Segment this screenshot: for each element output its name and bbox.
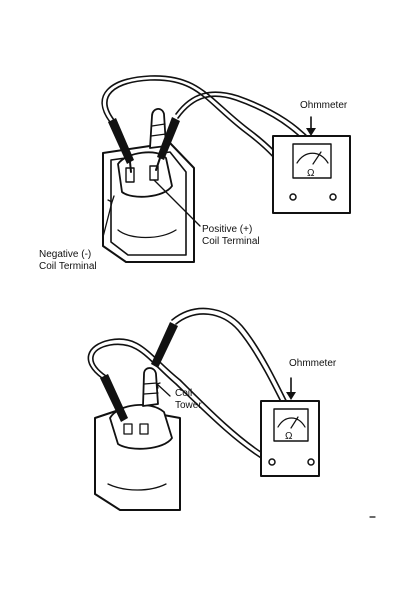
- top-negative-lead-clip: [108, 118, 134, 173]
- bottom-diagram: Ω Ohmmeter Coil Tower: [87, 307, 337, 511]
- top-negative-label-line2: Coil Terminal: [39, 261, 97, 272]
- top-meter-ohm-symbol: Ω: [307, 168, 315, 179]
- top-negative-label-line1: Negative (-): [39, 249, 91, 260]
- bottom-tower-label-line2: Tower: [175, 400, 202, 411]
- top-positive-label-line1: Positive (+): [202, 224, 252, 235]
- top-meter-label: Ohmmeter: [300, 100, 348, 111]
- bottom-meter-ohm-symbol: Ω: [285, 431, 293, 442]
- bottom-terminal-lead-clip: [100, 374, 128, 422]
- bottom-tower-label-line1: Coil: [175, 388, 192, 399]
- bottom-ignition-coil: [94, 367, 181, 511]
- top-diagram: Ω Ohmmeter Negative (-) Coil Terminal Po…: [39, 75, 351, 272]
- top-positive-lead-clip: [155, 117, 180, 171]
- bottom-tower-lead-clip: [151, 322, 178, 368]
- top-ohmmeter: Ω Ohmmeter: [272, 100, 351, 214]
- bottom-meter-label: Ohmmeter: [289, 358, 337, 369]
- top-positive-label-line2: Coil Terminal: [202, 236, 260, 247]
- bottom-ohmmeter: Ω Ohmmeter: [260, 358, 337, 477]
